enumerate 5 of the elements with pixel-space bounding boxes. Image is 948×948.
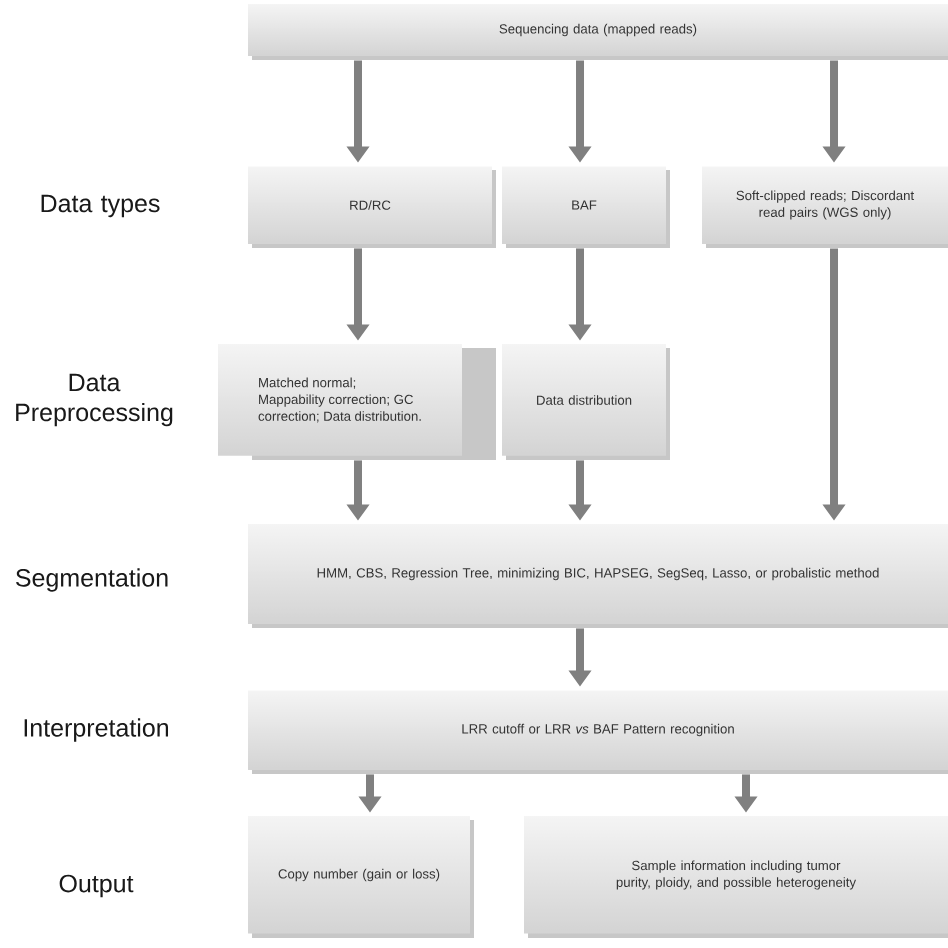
stage-label: Segmentation [16, 568, 168, 592]
stage-label: Data types [41, 194, 160, 218]
stage-label: Data Preprocessing [16, 373, 173, 427]
stage-label: Interpretation [24, 718, 168, 742]
stage-label: Output [59, 874, 134, 898]
